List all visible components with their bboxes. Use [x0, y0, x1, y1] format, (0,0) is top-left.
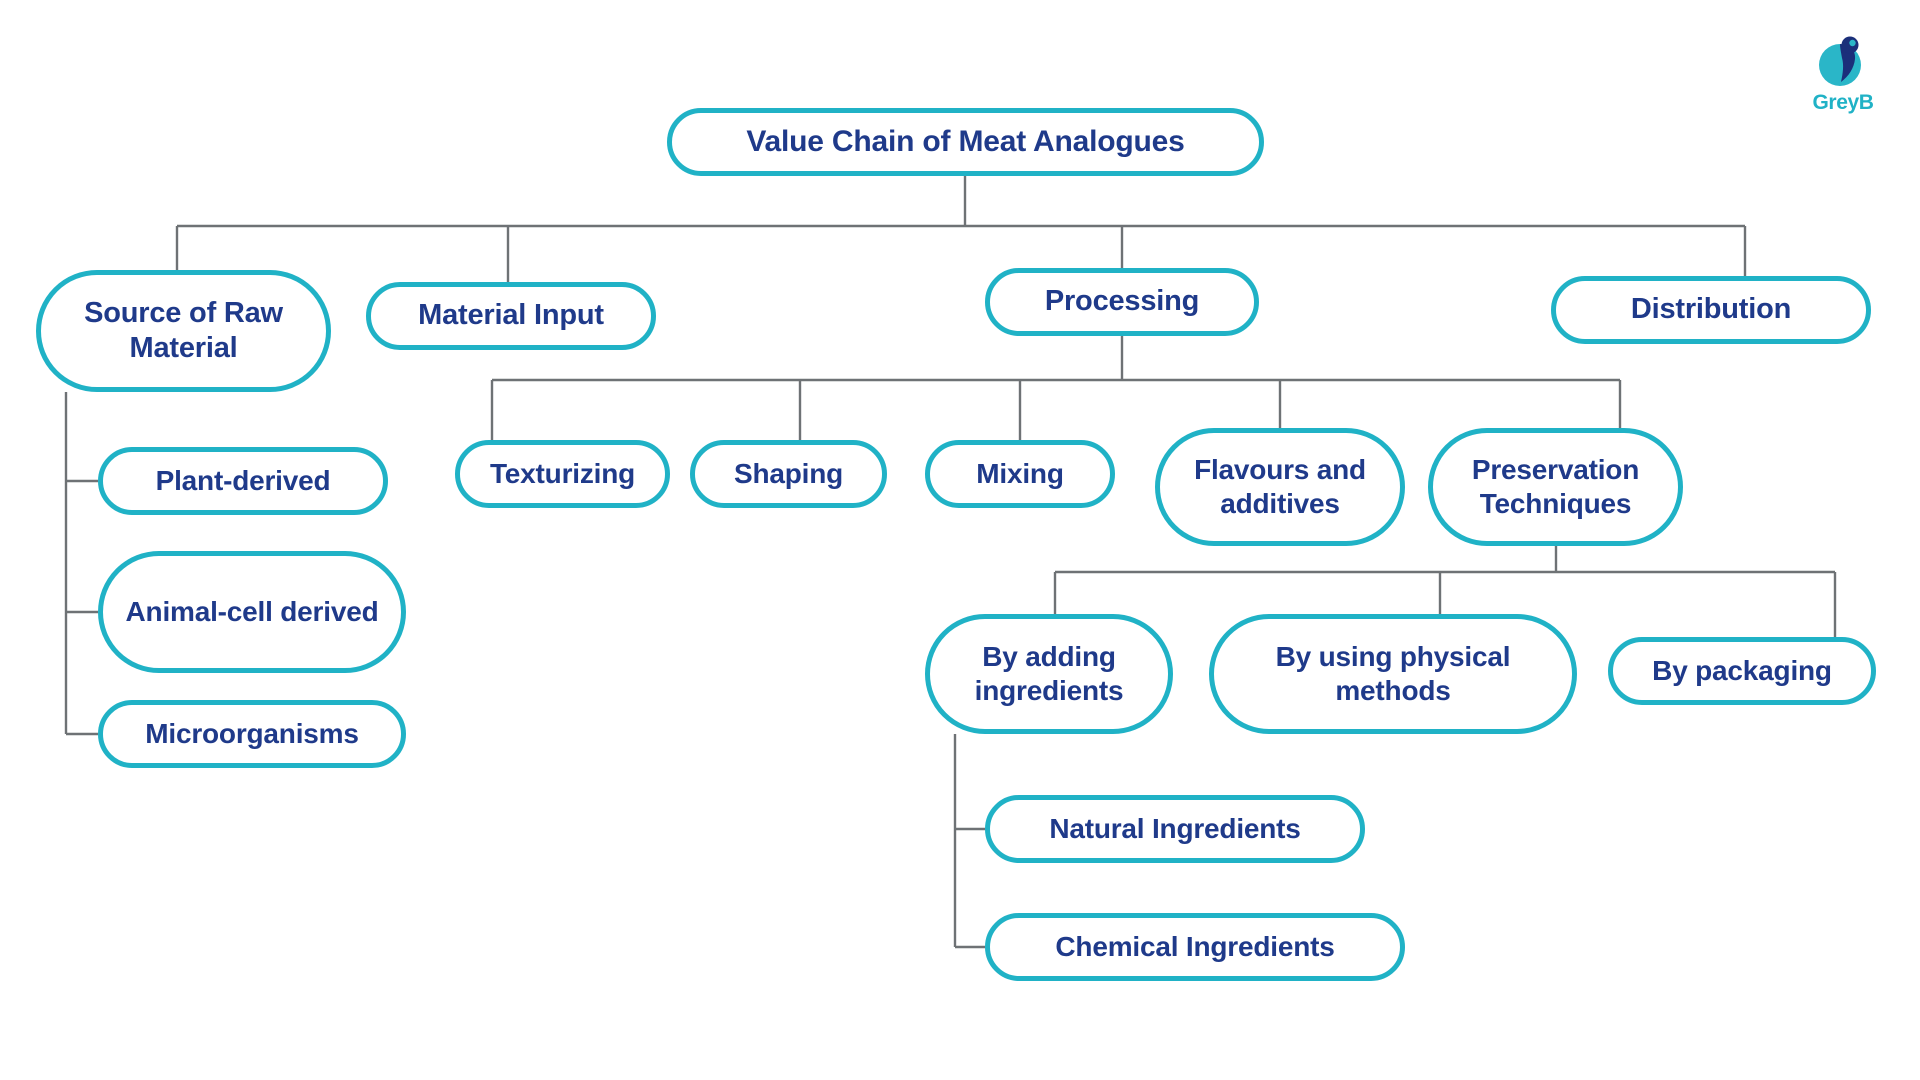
node-chemical-ingredients[interactable]: Chemical Ingredients: [985, 913, 1405, 981]
greyb-wordmark: GreyB: [1812, 91, 1874, 114]
node-root-value-chain[interactable]: Value Chain of Meat Analogues: [667, 108, 1264, 176]
greyb-bird-icon: [1819, 36, 1861, 86]
node-processing[interactable]: Processing: [985, 268, 1259, 336]
node-plant-derived[interactable]: Plant-derived: [98, 447, 388, 515]
node-material-input[interactable]: Material Input: [366, 282, 656, 350]
node-distribution[interactable]: Distribution: [1551, 276, 1871, 344]
node-mixing[interactable]: Mixing: [925, 440, 1115, 508]
node-flavours-and-additives[interactable]: Flavours and additives: [1155, 428, 1405, 546]
node-microorganisms[interactable]: Microorganisms: [98, 700, 406, 768]
node-by-packaging[interactable]: By packaging: [1608, 637, 1876, 705]
node-shaping[interactable]: Shaping: [690, 440, 887, 508]
node-texturizing[interactable]: Texturizing: [455, 440, 670, 508]
node-source-of-raw-material[interactable]: Source of Raw Material: [36, 270, 331, 392]
node-natural-ingredients[interactable]: Natural Ingredients: [985, 795, 1365, 863]
node-by-using-physical-methods[interactable]: By using physical methods: [1209, 614, 1577, 734]
node-preservation-techniques[interactable]: Preservation Techniques: [1428, 428, 1683, 546]
node-by-adding-ingredients[interactable]: By adding ingredients: [925, 614, 1173, 734]
greyb-logo: GreyB: [1800, 32, 1886, 116]
node-animal-cell-derived[interactable]: Animal-cell derived: [98, 551, 406, 673]
